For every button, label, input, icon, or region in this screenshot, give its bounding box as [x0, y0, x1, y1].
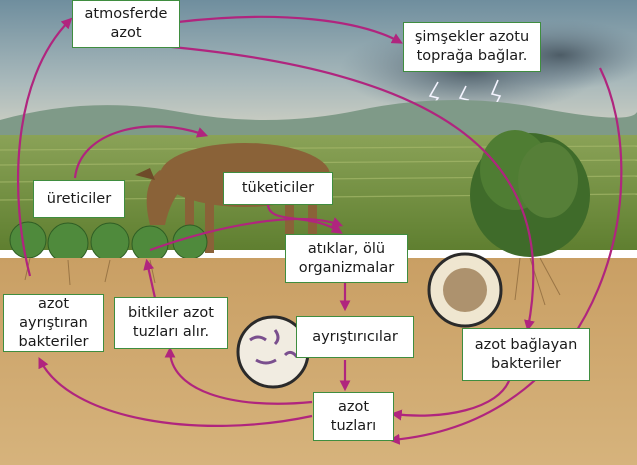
- label-nitrogen-salts: azot tuzları: [313, 392, 394, 441]
- label-waste-dead-organisms: atıklar, ölü organizmalar: [285, 234, 408, 283]
- bacteria-magnified-view: [429, 254, 501, 326]
- label-atmospheric-nitrogen: atmosferde azot: [72, 0, 180, 48]
- label-plants-take-nitrogen-salts: bitkiler azot tuzları alır.: [114, 297, 228, 349]
- label-consumers: tüketiciler: [223, 172, 333, 205]
- label-denitrifying-bacteria: azot ayrıştıran bakteriler: [3, 294, 104, 352]
- label-decomposers: ayrıştırıcılar: [296, 316, 414, 358]
- label-producers: üreticiler: [33, 180, 125, 218]
- label-lightning-fixes-nitrogen: şimşekler azotu toprağa bağlar.: [403, 22, 541, 72]
- label-nitrogen-fixing-bacteria: azot bağlayan bakteriler: [462, 328, 590, 381]
